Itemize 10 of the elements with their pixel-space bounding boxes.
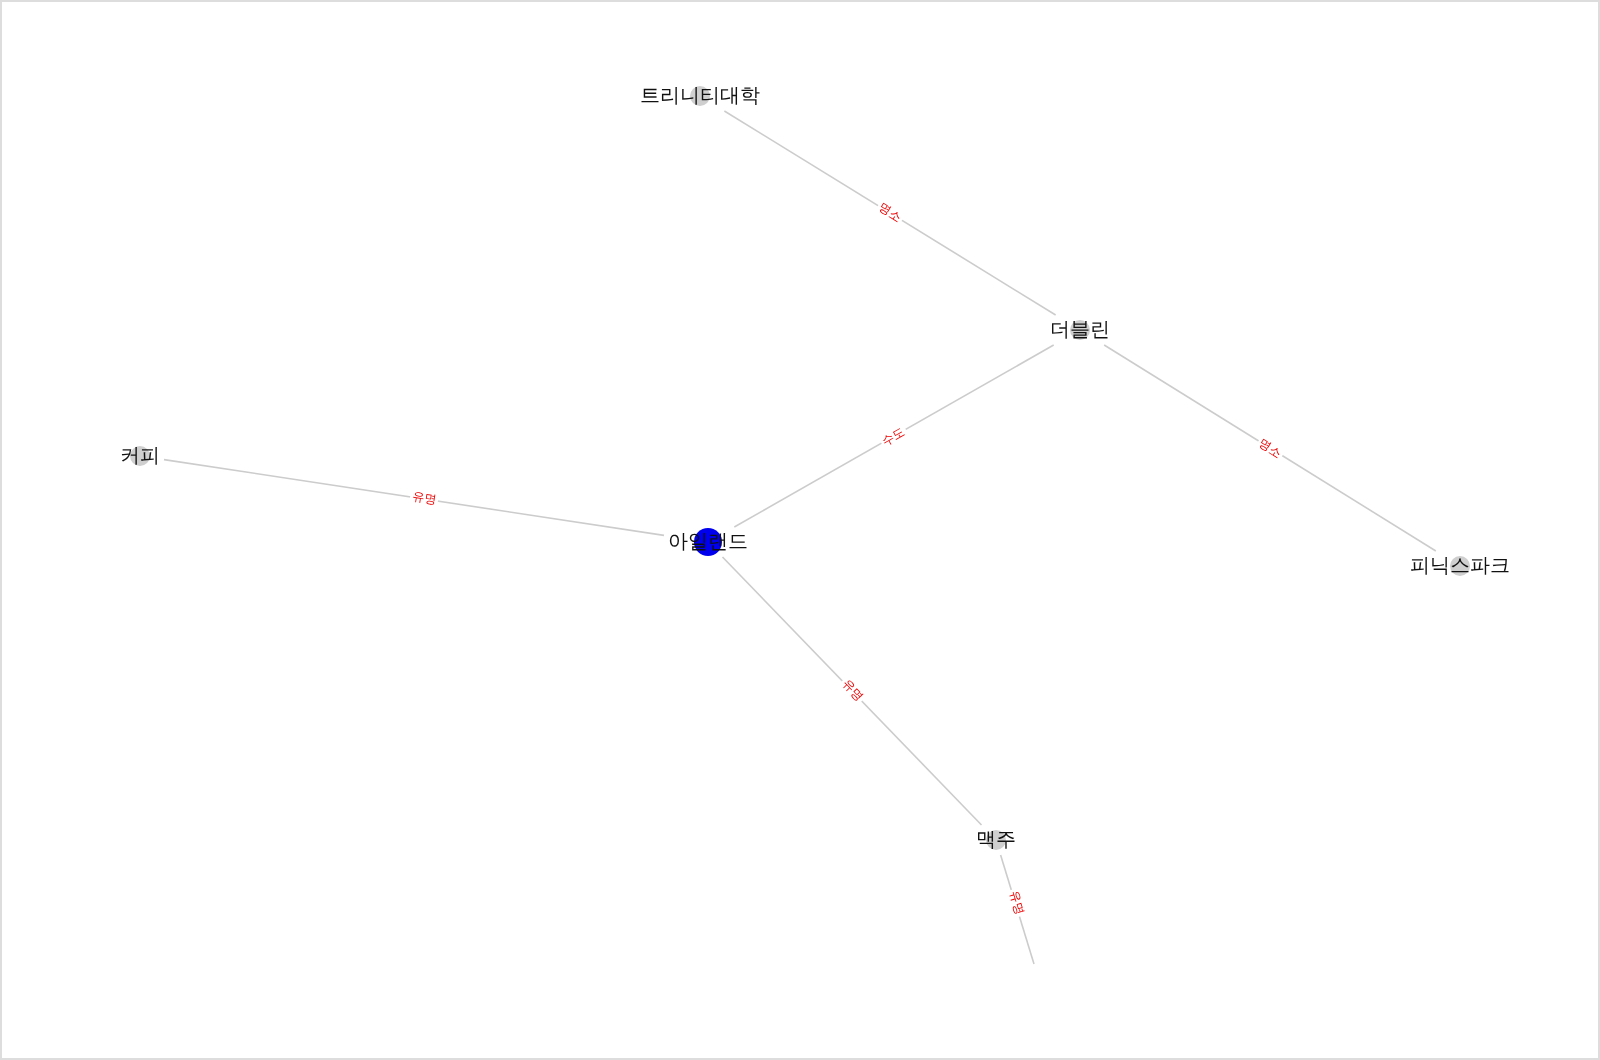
edge-line	[733, 344, 1055, 528]
edge-line	[1103, 344, 1437, 552]
edge-line	[723, 110, 1057, 316]
graph-node: 더블린	[1048, 317, 1112, 343]
graph-node: 트리니티대학	[638, 83, 762, 109]
edge-line	[163, 458, 665, 537]
graph-node: 커피	[118, 443, 162, 469]
edge-line	[721, 556, 983, 826]
graph-node: 맥주	[974, 827, 1018, 853]
graph-node: 피닉스파크	[1408, 553, 1512, 579]
